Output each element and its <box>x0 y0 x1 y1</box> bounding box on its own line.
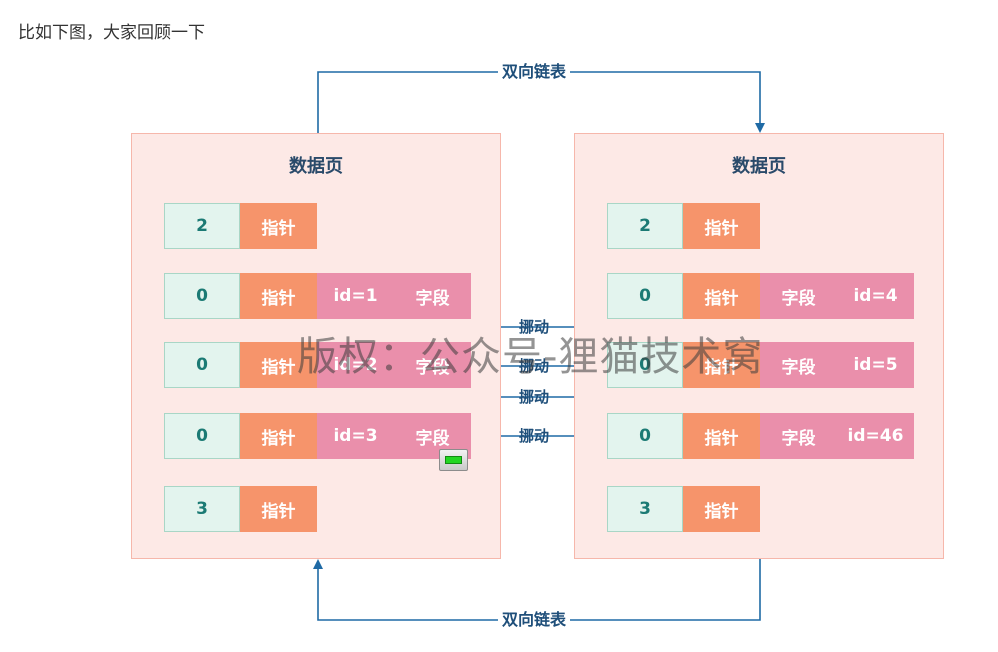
left-row3-field: 字段 <box>394 342 471 388</box>
right-row4-field: 字段 <box>760 413 837 459</box>
data-page-right-title: 数据页 <box>732 156 786 177</box>
right-row3-field: 字段 <box>760 342 837 388</box>
move-label-3: 挪动 <box>519 388 550 406</box>
left-row3-number: 0 <box>164 342 240 388</box>
resize-handle-icon[interactable] <box>439 449 468 471</box>
right-row5-pointer: 指针 <box>683 486 760 532</box>
watermark-text: 版权：公众号-狸猫技术窝 <box>297 334 764 380</box>
right-row4-pointer: 指针 <box>683 413 760 459</box>
right-row5-number: 3 <box>607 486 683 532</box>
bottom-link-label: 双向链表 <box>498 610 571 630</box>
left-row5-pointer: 指针 <box>240 486 317 532</box>
move-label-2: 挪动 <box>519 357 550 375</box>
right-row2-field: 字段 <box>760 273 837 319</box>
left-row5-number: 3 <box>164 486 240 532</box>
left-row1-number: 2 <box>164 203 240 249</box>
right-row1-number: 2 <box>607 203 683 249</box>
right-row1-pointer: 指针 <box>683 203 760 249</box>
right-row2-id: id=4 <box>837 273 914 319</box>
right-row3-id: id=5 <box>837 342 914 388</box>
right-row3-pointer: 指针 <box>683 342 760 388</box>
left-row3-pointer: 指针 <box>240 342 317 388</box>
left-row4-number: 0 <box>164 413 240 459</box>
data-page-left-title: 数据页 <box>289 156 343 177</box>
right-row2-number: 0 <box>607 273 683 319</box>
intro-text: 比如下图，大家回顾一下 <box>18 23 205 43</box>
left-row4-id: id=3 <box>317 413 394 459</box>
move-label-4: 挪动 <box>519 427 550 445</box>
left-row4-pointer: 指针 <box>240 413 317 459</box>
left-row2-field: 字段 <box>394 273 471 319</box>
move-label-1: 挪动 <box>519 318 550 336</box>
left-row3-id: id=2 <box>317 342 394 388</box>
left-row2-number: 0 <box>164 273 240 319</box>
left-row1-pointer: 指针 <box>240 203 317 249</box>
right-row3-number: 0 <box>607 342 683 388</box>
right-row4-number: 0 <box>607 413 683 459</box>
right-row2-pointer: 指针 <box>683 273 760 319</box>
right-row4-id: id=46 <box>837 413 914 459</box>
top-link-label: 双向链表 <box>498 62 571 82</box>
left-row2-pointer: 指针 <box>240 273 317 319</box>
left-row2-id: id=1 <box>317 273 394 319</box>
